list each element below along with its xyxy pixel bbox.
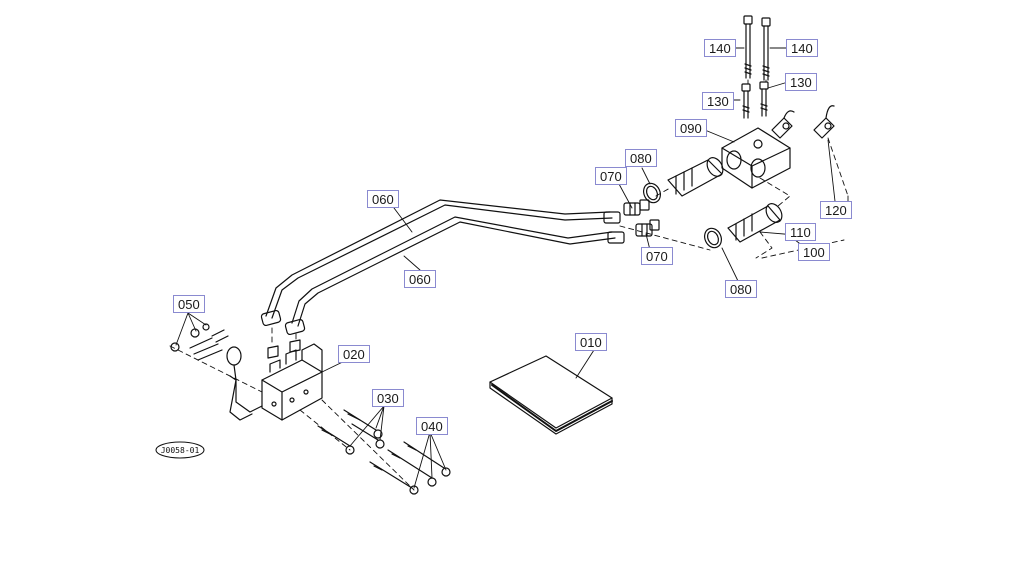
callout-010[interactable]: 010: [575, 333, 607, 351]
valve-port-left: [267, 345, 279, 359]
bolt-140-right: [761, 17, 771, 81]
operator-manual: [489, 355, 613, 435]
callout-110[interactable]: 110: [785, 223, 816, 241]
callout-060-upper[interactable]: 060: [367, 190, 399, 208]
leader-lines: [175, 47, 837, 489]
pipe-nut-lower: [284, 318, 306, 336]
o-ring-upper: [643, 182, 661, 204]
callout-040[interactable]: 040: [416, 417, 448, 435]
callout-140-right[interactable]: 140: [786, 39, 818, 57]
callout-060-lower[interactable]: 060: [404, 270, 436, 288]
callout-050[interactable]: 050: [173, 295, 205, 313]
bolt-130-left: [741, 83, 751, 119]
hydraulic-pipe-upper: [265, 199, 613, 319]
bolt-130-right: [759, 81, 769, 117]
pipe-nut-upper: [260, 309, 282, 327]
o-ring-lower: [704, 227, 722, 249]
quick-coupler-upper: [667, 157, 724, 197]
callout-080-lower[interactable]: 080: [725, 280, 757, 298]
callout-070-lower[interactable]: 070: [641, 247, 673, 265]
pipe-fitting-lower: [607, 231, 625, 244]
callout-090[interactable]: 090: [675, 119, 707, 137]
bolt-140-left: [743, 15, 753, 79]
valve-small-parts: [170, 323, 229, 361]
callout-130-left[interactable]: 130: [702, 92, 734, 110]
callout-080-upper[interactable]: 080: [625, 149, 657, 167]
callout-130-right[interactable]: 130: [785, 73, 817, 91]
quick-coupler-lower: [727, 203, 783, 243]
assembly-guide-lines: [169, 79, 849, 491]
catalog-stamp-text: J0058-01: [161, 446, 200, 455]
callout-100[interactable]: 100: [798, 243, 830, 261]
catalog-stamp: J0058-01: [155, 441, 205, 459]
control-valve: [226, 343, 323, 421]
dust-cap-left: [771, 110, 795, 139]
dust-cap-right: [813, 105, 835, 139]
callout-020[interactable]: 020: [338, 345, 370, 363]
callout-120[interactable]: 120: [820, 201, 852, 219]
bolts-030: [317, 409, 385, 455]
valve-port-right: [289, 339, 301, 353]
adapter-upper: [623, 199, 650, 216]
callout-140-left[interactable]: 140: [704, 39, 736, 57]
callout-030[interactable]: 030: [372, 389, 404, 407]
coupler-holder-block: [721, 127, 791, 189]
bolts-040: [369, 441, 451, 495]
callout-070-upper[interactable]: 070: [595, 167, 627, 185]
adapter-lower: [635, 219, 660, 237]
pipe-fitting-upper: [603, 211, 621, 224]
hydraulic-pipe-lower: [291, 216, 616, 327]
